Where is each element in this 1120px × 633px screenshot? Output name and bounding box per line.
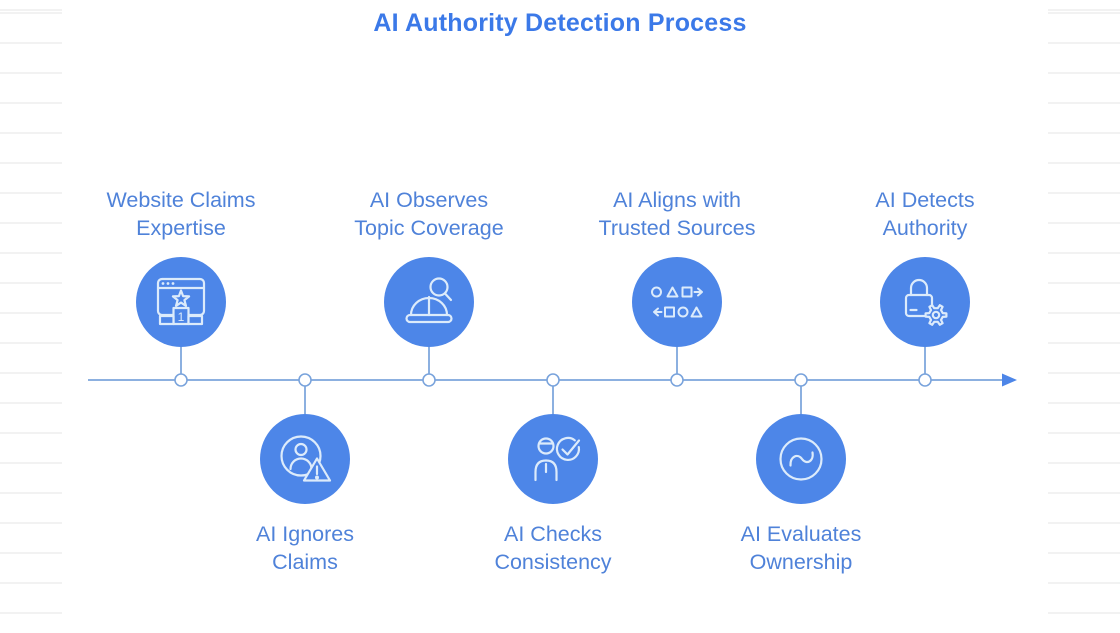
step-label: AI Observes Topic Coverage — [354, 186, 503, 242]
timeline-node — [298, 373, 312, 387]
browser-star-podium-icon: 1 — [156, 277, 206, 326]
step-label-line: AI Evaluates — [740, 522, 862, 546]
step-ai-checks-consistency: AI Checks Consistency — [443, 414, 663, 576]
step-label: AI Ignores Claims — [256, 520, 354, 576]
step-label-line: Topic Coverage — [354, 216, 504, 240]
person-checkmark-icon — [534, 436, 581, 482]
step-bubble — [880, 257, 970, 347]
timeline-node — [670, 373, 684, 387]
step-ai-observes-topic-coverage: AI Observes Topic Coverage — [319, 186, 539, 347]
timeline-node — [546, 373, 560, 387]
shapes-sequence-icon — [651, 286, 703, 318]
step-ai-aligns-with-trusted-sources: AI Aligns with Trusted Sources — [567, 186, 787, 347]
step-label-line: AI Aligns with — [613, 188, 741, 212]
person-warning-icon — [280, 435, 332, 482]
svg-text:1: 1 — [178, 310, 185, 324]
step-bubble — [756, 414, 846, 504]
timeline-node — [918, 373, 932, 387]
timeline-node — [174, 373, 188, 387]
step-label-line: Website Claims — [106, 188, 256, 212]
step-bubble — [260, 414, 350, 504]
step-label-line: Consistency — [494, 550, 612, 574]
timeline-nodes — [174, 373, 932, 387]
step-label-line: AI Observes — [369, 188, 489, 212]
step-label-line: Claims — [272, 550, 338, 574]
step-label: AI Aligns with Trusted Sources — [599, 186, 756, 242]
step-bubble — [508, 414, 598, 504]
page-title: AI Authority Detection Process — [373, 9, 747, 37]
step-label-line: Ownership — [749, 550, 853, 574]
step-label-line: AI Checks — [504, 522, 602, 546]
step-bubble — [632, 257, 722, 347]
timeline-connectors — [180, 347, 926, 414]
step-label-line: Expertise — [136, 216, 226, 240]
lock-gear-icon — [904, 278, 948, 326]
step-label: AI Evaluates Ownership — [741, 520, 862, 576]
step-ai-evaluates-ownership: AI Evaluates Ownership — [691, 414, 911, 576]
step-bubble: 1 — [136, 257, 226, 347]
step-label-line: AI Detects — [875, 188, 975, 212]
step-bubble — [384, 257, 474, 347]
sync-circle-icon — [779, 437, 823, 481]
timeline-node — [794, 373, 808, 387]
step-label: AI Detects Authority — [875, 186, 974, 242]
timeline-node — [422, 373, 436, 387]
step-website-claims-expertise: Website Claims Expertise 1 — [71, 186, 291, 347]
step-label: Website Claims Expertise — [107, 186, 256, 242]
timeline-arrow-icon — [1002, 373, 1017, 387]
hardhat-magnifier-icon — [405, 277, 453, 324]
step-ai-ignores-claims: AI Ignores Claims — [195, 414, 415, 576]
step-label-line: Trusted Sources — [598, 216, 756, 240]
step-label-line: AI Ignores — [256, 522, 354, 546]
step-ai-detects-authority: AI Detects Authority — [815, 186, 1035, 347]
step-label: AI Checks Consistency — [494, 520, 611, 576]
step-label-line: Authority — [882, 216, 968, 240]
